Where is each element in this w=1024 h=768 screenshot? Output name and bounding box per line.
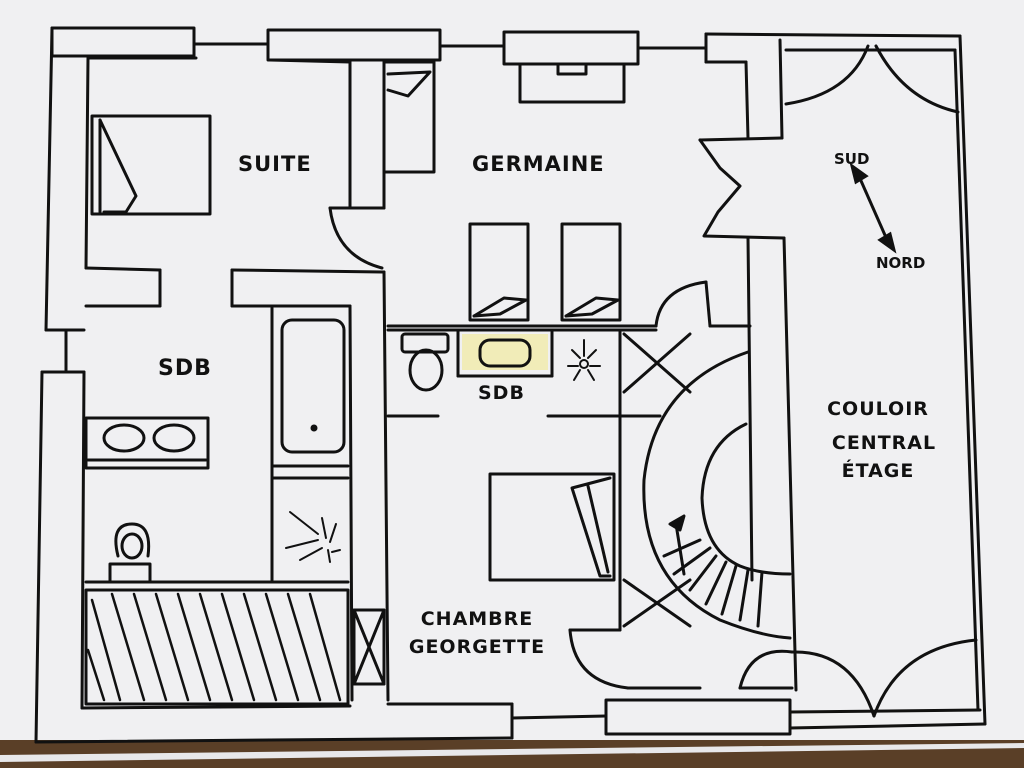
shower-icon — [285, 511, 341, 563]
room-label-couloir: COULOIR — [827, 398, 929, 420]
bathtub-icon — [280, 318, 346, 454]
door-swing-icon — [738, 649, 794, 690]
bed-icon — [488, 472, 616, 582]
room-label-etage: ÉTAGE — [841, 460, 915, 482]
door-swing-icon — [654, 280, 708, 328]
toilet-icon — [108, 522, 152, 584]
compass-arrow-icon — [849, 162, 897, 254]
shower-icon — [567, 339, 601, 381]
room-label-sdb-left: SDB — [158, 356, 212, 381]
door-swing-icon — [790, 650, 876, 718]
bed-icon — [468, 222, 530, 322]
sink-icon — [84, 416, 210, 470]
room-label-sdb-center: SDB — [478, 382, 525, 404]
compass-label-sud: SUD — [834, 150, 870, 168]
door-swing-icon — [872, 638, 978, 718]
room-label-suite: SUITE — [238, 152, 312, 176]
sink-icon — [478, 338, 532, 368]
door-swing-icon — [784, 44, 870, 106]
bed-icon — [90, 114, 212, 216]
bottom-wall-right — [604, 698, 792, 736]
compass-label-nord: NORD — [876, 254, 926, 272]
room-label-chambre: CHAMBRE — [420, 608, 534, 630]
room-label-georgette: GEORGETTE — [408, 636, 546, 658]
top-wall-mid — [266, 28, 442, 62]
room-label-germaine: GERMAINE — [472, 152, 605, 176]
door-swing-icon — [568, 628, 630, 690]
top-wall-window — [502, 30, 640, 66]
hatched-area — [84, 588, 350, 706]
bed-icon — [560, 222, 622, 322]
door-swing-icon — [874, 44, 960, 114]
top-wall-left — [50, 26, 196, 58]
toilet-icon — [400, 332, 450, 354]
spiral-staircase-icon — [642, 350, 792, 640]
room-label-central: CENTRAL — [831, 432, 937, 454]
door-swing-icon — [328, 206, 384, 270]
